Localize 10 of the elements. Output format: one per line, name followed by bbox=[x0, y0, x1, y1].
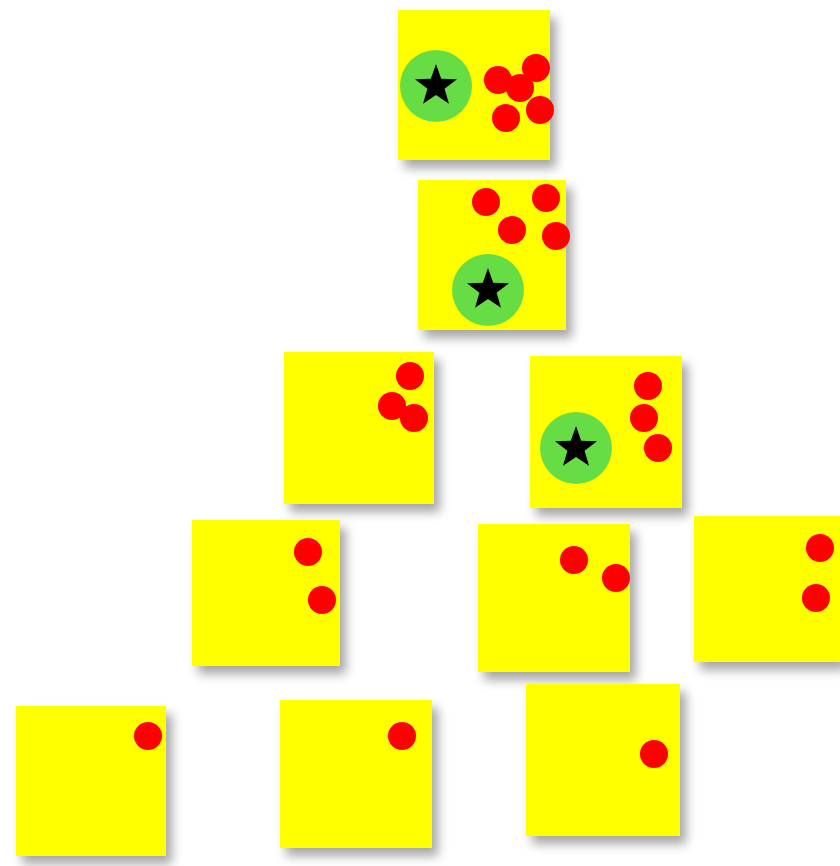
sticky-note bbox=[284, 352, 434, 504]
sticky-note bbox=[478, 524, 630, 672]
sticky-note bbox=[530, 356, 682, 508]
sticky-note bbox=[192, 520, 340, 666]
sticky-note bbox=[16, 706, 166, 856]
sticky-note bbox=[694, 516, 840, 662]
sticky-note bbox=[526, 684, 680, 836]
sticky-note bbox=[280, 700, 432, 848]
sticky-note bbox=[418, 180, 566, 330]
sticky-note bbox=[398, 10, 550, 160]
